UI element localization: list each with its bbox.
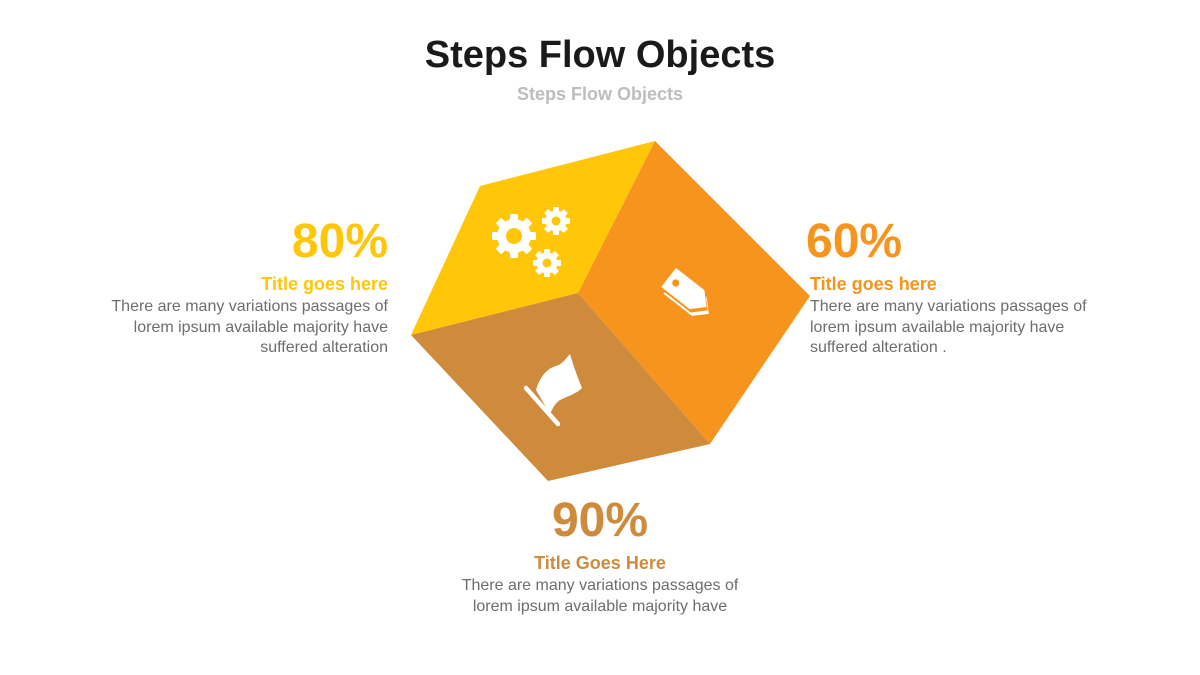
- page-title: Steps Flow Objects: [424, 34, 776, 76]
- step-title-bottom: Title Goes Here: [534, 553, 666, 573]
- step-percent-bottom: 90%: [551, 494, 649, 547]
- step-block-right: 60% Title goes here There are many varia…: [806, 215, 1136, 359]
- step-percent-right: 60%: [806, 215, 903, 268]
- step-block-left: 80% Title goes here There are many varia…: [80, 215, 388, 359]
- page-subtitle: Steps Flow Objects: [516, 84, 684, 104]
- step-description-left: There are many variations passages of lo…: [111, 298, 388, 356]
- step-title-left: Title goes here: [261, 274, 388, 294]
- gears-icon: [492, 207, 570, 277]
- step-description-bottom: There are many variations passages of lo…: [461, 577, 739, 615]
- step-description-right: There are many variations passages of lo…: [810, 298, 1087, 356]
- flag-icon: [523, 354, 582, 427]
- step-block-bottom: 90% Title Goes Here There are many varia…: [400, 494, 800, 617]
- tags-icon: [661, 267, 709, 316]
- step-percent-left: 80%: [291, 215, 388, 268]
- step-title-right: Title goes here: [810, 274, 937, 294]
